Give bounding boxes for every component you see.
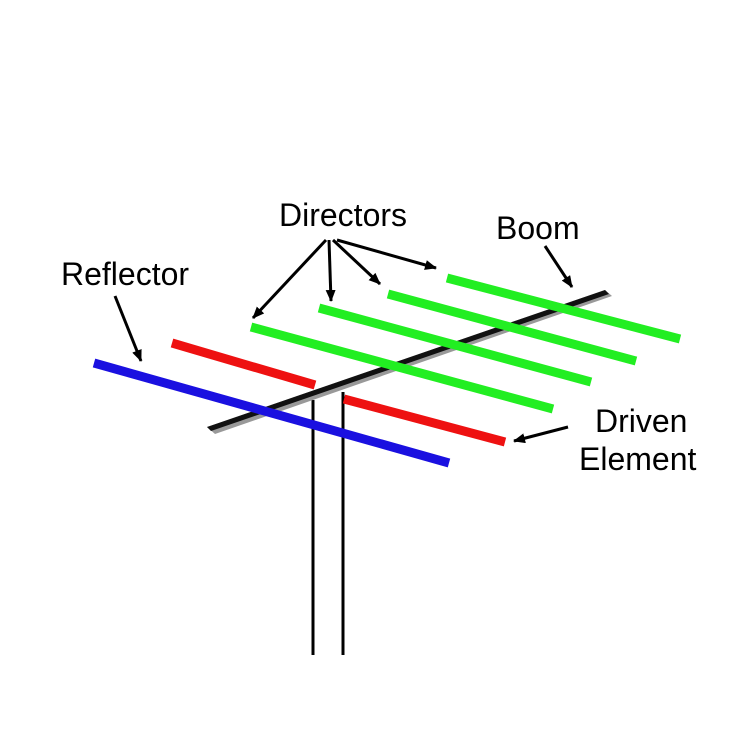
- driven-element-left-half: [170, 338, 317, 390]
- driven-element-right-half: [342, 394, 507, 447]
- director-2: [317, 303, 593, 387]
- reflector-element: [92, 358, 451, 468]
- director-4: [445, 273, 682, 344]
- driven-element: [170, 338, 507, 447]
- driven-element-label-line2: Element: [579, 441, 697, 477]
- driven-element-label-line1: Driven: [595, 403, 688, 439]
- director-1: [249, 322, 555, 414]
- driven-element-label: Driven Element: [579, 402, 696, 478]
- boom-label: Boom: [496, 210, 580, 246]
- director-3: [386, 289, 638, 366]
- directors-arrow-icon-4: [336, 238, 437, 270]
- directors-arrow-icon-3: [331, 238, 382, 286]
- directors: [249, 273, 682, 414]
- directors-arrow-icon-2: [325, 239, 336, 302]
- directors-arrow-icon-1: [251, 238, 328, 320]
- driven-element-arrow-icon: [513, 425, 569, 444]
- reflector-label: Reflector: [61, 256, 190, 292]
- reflector-arrow-icon: [113, 295, 143, 362]
- boom-arrow-icon: [543, 245, 574, 288]
- directors-label: Directors: [279, 197, 408, 233]
- arrows: [113, 238, 574, 444]
